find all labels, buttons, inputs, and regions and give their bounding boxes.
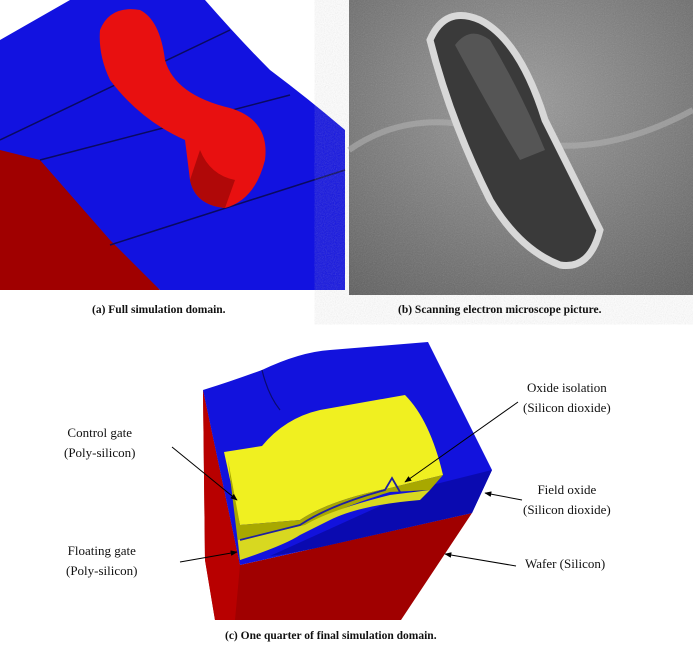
caption-b: (b) Scanning electron microscope picture…: [398, 304, 602, 316]
label-control-gate: Control gate (Poly-silicon): [64, 425, 136, 460]
panel-b-sem-picture: [347, 0, 693, 295]
control-gate-red: [99, 9, 266, 208]
caption-c: (c) One quarter of final simulation doma…: [225, 630, 437, 642]
panel-c-quarter-domain: [171, 342, 523, 620]
floating-gate-yellow: [238, 490, 430, 560]
wafer-red-block: [203, 390, 472, 620]
wafer-red-side: [0, 140, 160, 290]
panel-a-simulation-domain: [0, 0, 346, 290]
control-gate-yellow-top: [224, 395, 443, 525]
label-oxide-isolation: Oxide isolation (Silicon dioxide): [523, 380, 611, 415]
oxide-isolation-line: [239, 476, 401, 541]
oxide-blue-top: [0, 0, 345, 290]
caption-a: (a) Full simulation domain.: [92, 304, 226, 316]
label-floating-gate: Floating gate (Poly-silicon): [66, 543, 138, 578]
label-field-oxide: Field oxide (Silicon dioxide): [523, 482, 611, 517]
label-wafer: Wafer (Silicon): [525, 556, 606, 571]
